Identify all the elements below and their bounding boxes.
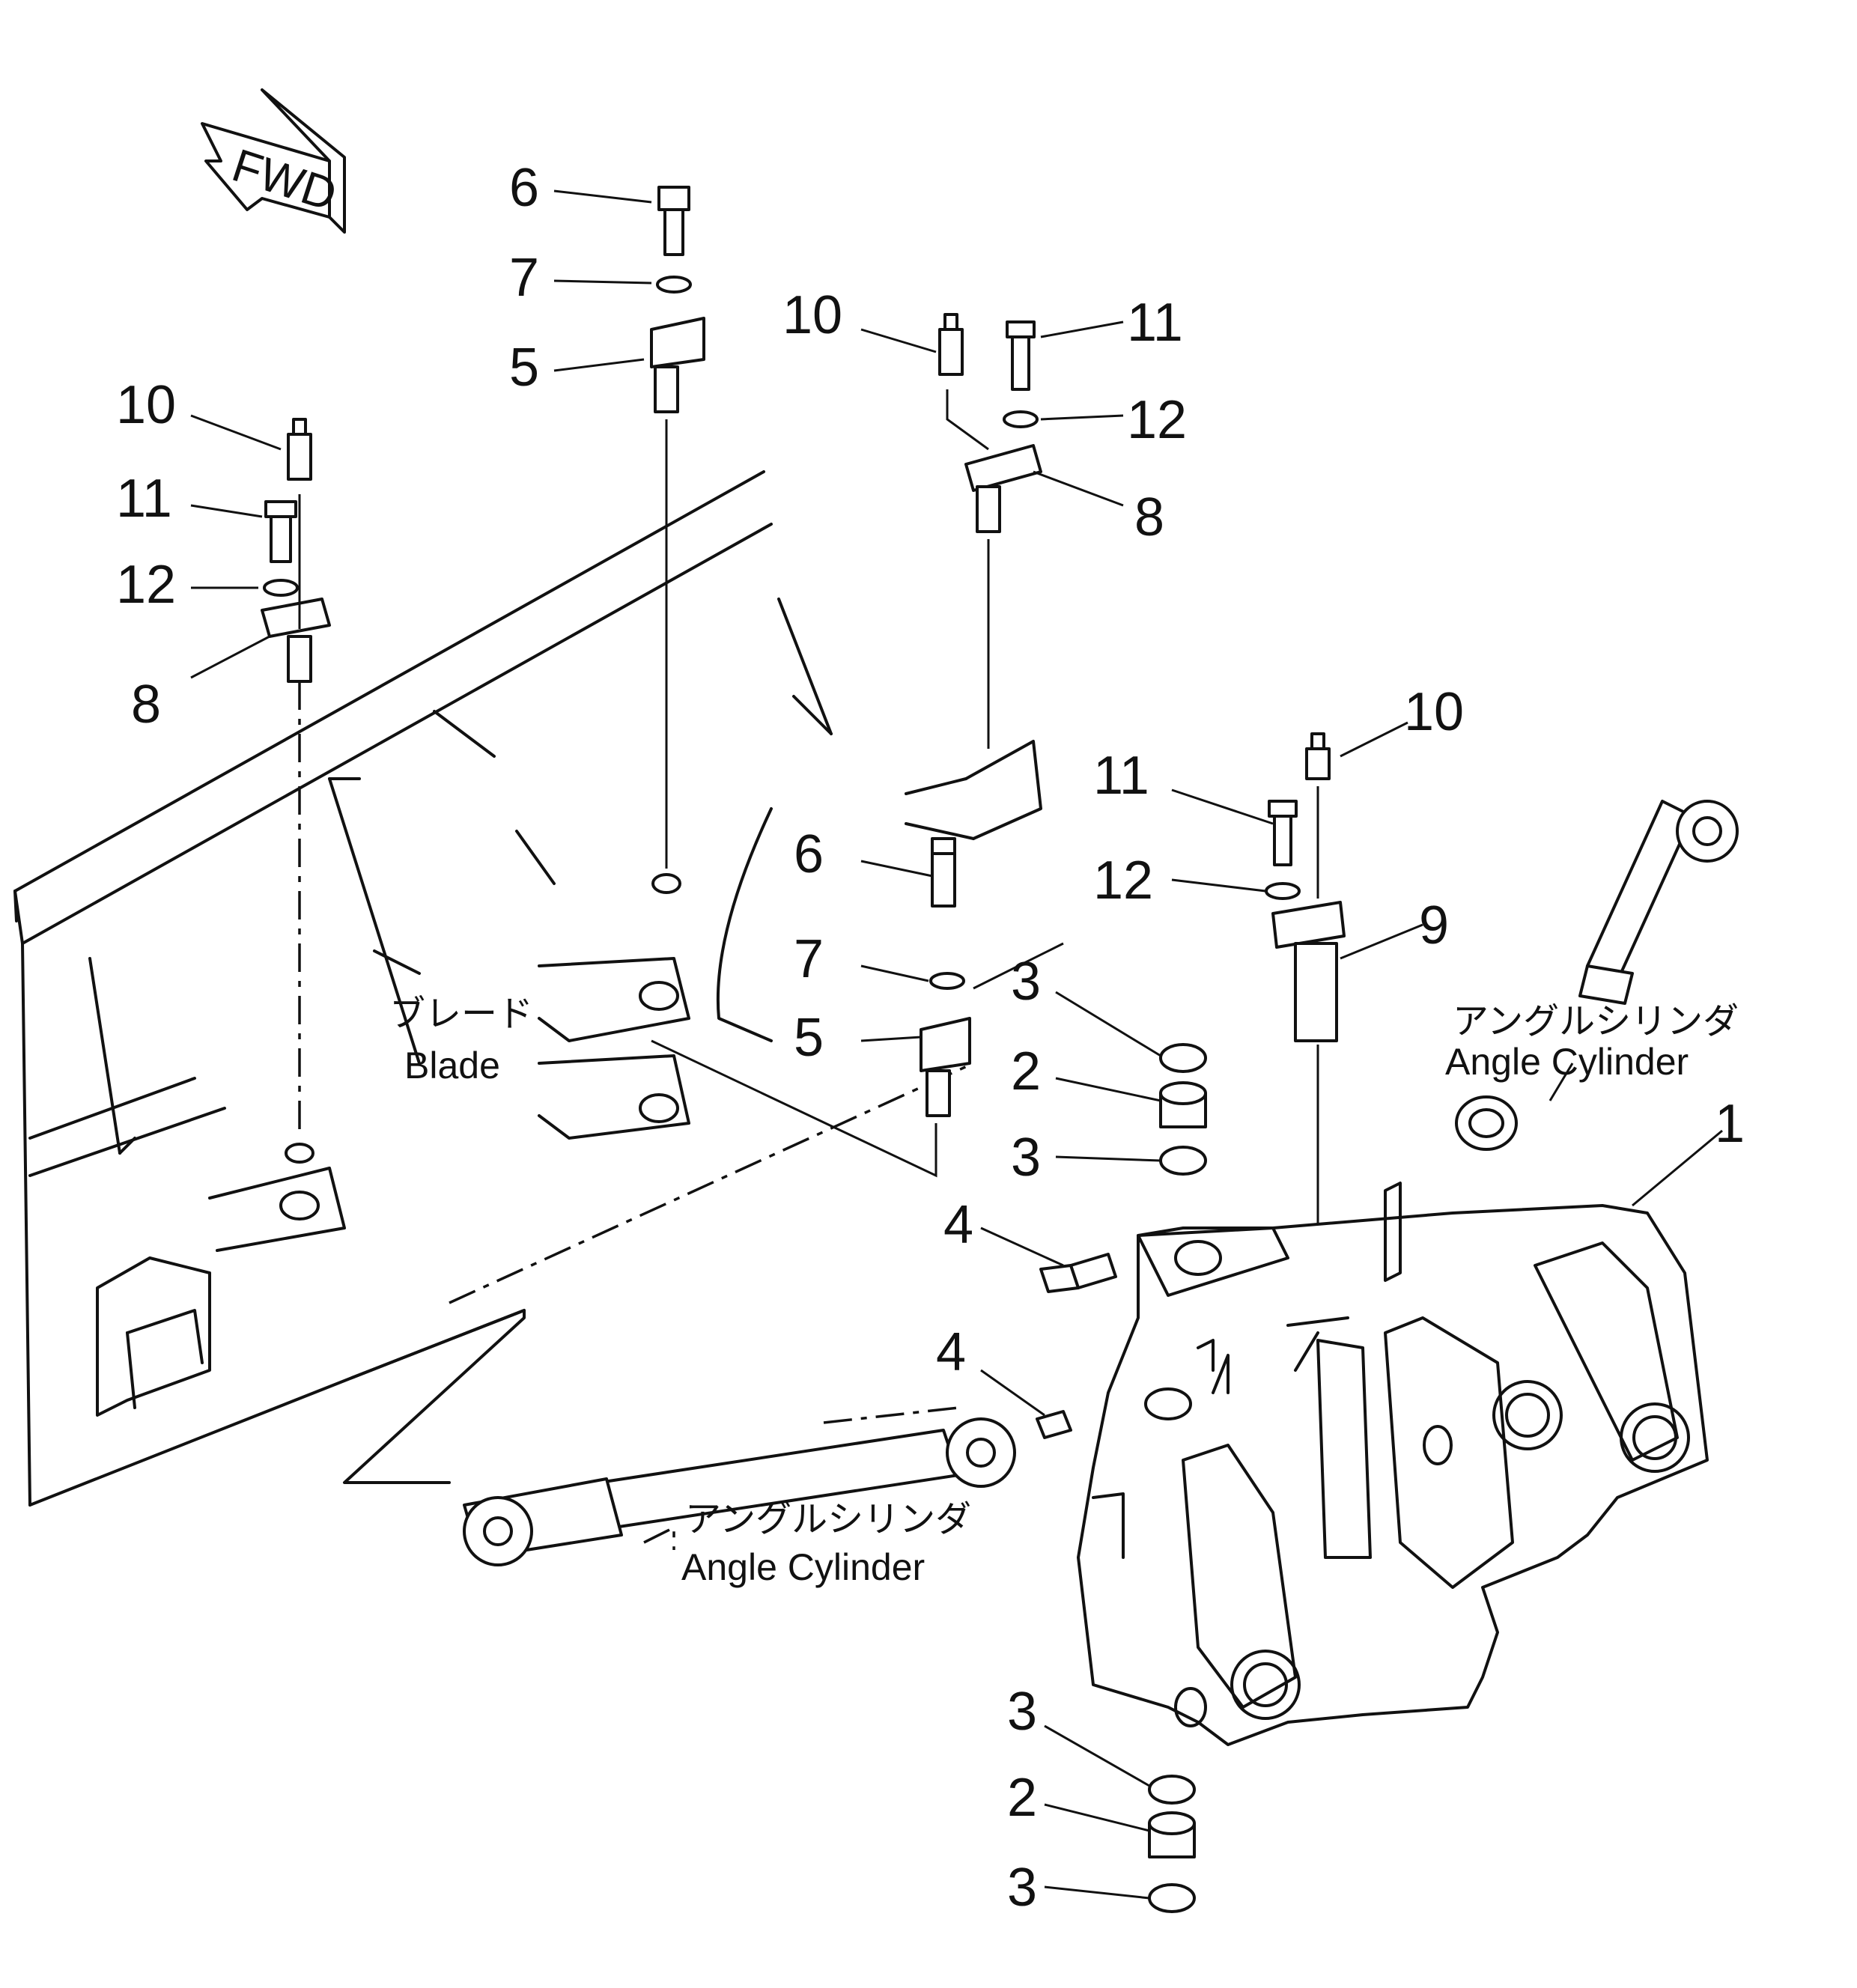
callout-numbers: 6 7 5 10 11 12 8 10 11 12 8 6 7 5 10 11 … [116, 158, 1745, 1918]
pin-stack-center [650, 186, 705, 894]
callout-12-left: 12 [116, 555, 176, 615]
callout-3-upper-b: 3 [1011, 1128, 1041, 1188]
angle-cylinder-right-en: Angle Cylinder [1445, 1041, 1689, 1083]
pin-stack-center-right [938, 313, 1042, 749]
angle-frame-drawing [1077, 1182, 1709, 1746]
callout-6-top: 6 [509, 158, 539, 218]
callout-11-left: 11 [116, 469, 172, 529]
callout-12-mid: 12 [1127, 390, 1187, 450]
callout-4-upper: 4 [943, 1195, 973, 1255]
callout-5-top: 5 [509, 338, 539, 398]
callout-8-left: 8 [131, 675, 161, 735]
callout-7-lower: 7 [794, 929, 824, 989]
callout-2-lower: 2 [1007, 1768, 1037, 1828]
callout-5-lower: 5 [794, 1008, 824, 1068]
angle-cylinder-bottom: アングルシリンダ Angle Cylinder [463, 1406, 1016, 1588]
callout-11-mid: 11 [1127, 293, 1183, 353]
callout-10-mid: 10 [782, 285, 842, 345]
callout-10-left: 10 [116, 375, 176, 435]
fwd-arrow-icon: FWD [201, 88, 346, 234]
pin-stack-left [261, 418, 331, 1164]
callout-1: 1 [1715, 1094, 1745, 1154]
callout-7-top: 7 [509, 248, 539, 308]
pin-stack-lower [651, 837, 1064, 1178]
blade-label-en: Blade [404, 1045, 500, 1086]
callout-9: 9 [1419, 896, 1449, 955]
callout-11-right: 11 [1093, 746, 1149, 806]
blade-drawing: ブレード Blade [13, 470, 1042, 1507]
callout-leaders [190, 189, 1723, 1900]
angle-cylinder-bottom-en: Angle Cylinder [681, 1546, 925, 1588]
callout-6-lower: 6 [794, 824, 824, 884]
callout-3-lower-a: 3 [1007, 1682, 1037, 1742]
washer-stack-upper [1159, 1043, 1207, 1176]
callout-10-right: 10 [1404, 682, 1464, 742]
callout-4-lower: 4 [936, 1322, 966, 1382]
pin-stack-right [1265, 732, 1346, 1340]
callout-3-lower-b: 3 [1007, 1858, 1037, 1918]
blade-label-jp: ブレード [389, 994, 533, 1034]
angle-cylinder-right-jp: アングルシリンダ [1453, 1002, 1739, 1042]
angle-cylinder-bottom-jp: アングルシリンダ [685, 1500, 971, 1539]
callout-12-right: 12 [1093, 851, 1153, 911]
grease-fittings [1036, 1253, 1117, 1439]
callout-3-upper-a: 3 [1011, 952, 1041, 1012]
callout-2-upper: 2 [1011, 1042, 1041, 1101]
washer-stack-lower [1148, 1775, 1196, 1913]
angle-cylinder-right: アングルシリンダ Angle Cylinder [1445, 800, 1739, 1151]
callout-8-mid: 8 [1134, 487, 1164, 547]
